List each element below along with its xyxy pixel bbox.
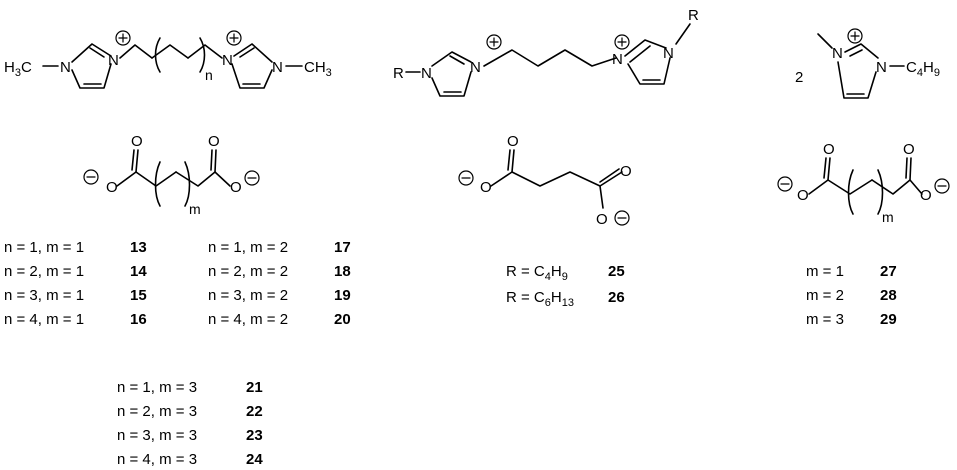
positive-charge-icon: [847, 28, 863, 44]
middle-dication-structure: R N N N N R: [393, 7, 699, 97]
compound-number: 25: [608, 263, 625, 280]
methyl-right-label: CH3: [304, 59, 332, 79]
n-atom-mid-2: N: [663, 45, 674, 62]
stoichiometry-2: 2: [795, 69, 803, 86]
n-plus-atom-left-1: N: [108, 52, 119, 69]
compound-number: 23: [246, 427, 263, 444]
condition-label: n = 1, m = 3: [117, 379, 197, 396]
compound-number: 17: [334, 239, 351, 256]
o-carbonyl-mid-2: O: [620, 163, 632, 180]
compound-number: 14: [130, 263, 147, 280]
compound-table-right: m = 1 27 m = 2 28 m = 3 29: [806, 263, 897, 328]
negative-charge-icon: [83, 169, 99, 185]
n-plus-atom-left-2: N: [222, 52, 233, 69]
condition-label: n = 2, m = 2: [208, 263, 288, 280]
n-atom-left-1: N: [60, 59, 71, 76]
o-minus-right-1: O: [797, 187, 809, 204]
methyl-left-label: H3C: [4, 59, 32, 79]
o-carbonyl-right: O: [208, 133, 220, 150]
negative-charge-icon: [934, 178, 950, 194]
r-definition-label: R = C4H9: [506, 263, 568, 283]
repeat-index-m: m: [189, 201, 201, 217]
left-dicarboxylate-anion: O O m O O: [83, 133, 260, 217]
o-minus-right-2: O: [920, 187, 932, 204]
compound-number: 20: [334, 311, 351, 328]
bracket-right: [877, 169, 884, 215]
compound-number: 15: [130, 287, 147, 304]
n-atom-right: N: [876, 59, 887, 76]
compound-number: 16: [130, 311, 147, 328]
negative-charge-icon: [458, 170, 474, 186]
o-minus-mid-1: O: [480, 179, 492, 196]
compound-table-left-col2: n = 1, m = 2 17 n = 2, m = 2 18 n = 3, m…: [208, 239, 351, 328]
middle-imidazolium-ring-1: [431, 51, 472, 97]
r-definition-label: R = C6H13: [506, 289, 574, 309]
o-minus-right: O: [230, 179, 242, 196]
o-carbonyl-left: O: [131, 133, 143, 150]
bracket-left: [154, 37, 161, 73]
bracket-left: [847, 169, 854, 215]
condition-label: n = 3, m = 3: [117, 427, 197, 444]
butyl-label: C4H9: [906, 59, 940, 79]
positive-charge-icon: [226, 30, 242, 46]
r-group-right: R: [688, 7, 699, 24]
positive-charge-icon: [115, 30, 131, 46]
condition-label: n = 1, m = 1: [4, 239, 84, 256]
condition-label: m = 3: [806, 311, 844, 328]
condition-label: m = 1: [806, 263, 844, 280]
o-carbonyl-mid-1: O: [507, 133, 519, 150]
right-imidazolium-ring: [837, 43, 879, 99]
condition-label: n = 3, m = 1: [4, 287, 84, 304]
compound-number: 29: [880, 311, 897, 328]
n-atom-mid-1: N: [421, 65, 432, 82]
condition-label: n = 1, m = 2: [208, 239, 288, 256]
n-plus-atom-right: N: [832, 45, 843, 62]
left-imidazolium-ring-2: [231, 43, 273, 89]
compound-number: 26: [608, 289, 625, 306]
compound-number: 28: [880, 287, 897, 304]
positive-charge-icon: [614, 34, 630, 50]
compound-table-left-col1: n = 1, m = 1 13 n = 2, m = 1 14 n = 3, m…: [4, 239, 147, 328]
compound-number: 13: [130, 239, 147, 256]
repeat-index-m-right: m: [882, 209, 894, 225]
condition-label: n = 3, m = 2: [208, 287, 288, 304]
condition-label: n = 4, m = 1: [4, 311, 84, 328]
compound-table-mid: R = C4H9 25 R = C6H13 26: [506, 263, 625, 309]
bracket-left: [154, 161, 161, 207]
n-plus-atom-mid-1: N: [470, 59, 481, 76]
n-atom-left-2: N: [272, 59, 283, 76]
middle-succinate-anion: O O O O: [458, 133, 632, 228]
compound-number: 19: [334, 287, 351, 304]
o-minus-left: O: [106, 179, 118, 196]
compound-number: 18: [334, 263, 351, 280]
right-dicarboxylate-anion: O O m O O: [777, 141, 950, 225]
condition-label: n = 2, m = 1: [4, 263, 84, 280]
condition-label: m = 2: [806, 287, 844, 304]
compound-table-left-col3: n = 1, m = 3 21 n = 2, m = 3 22 n = 3, m…: [117, 379, 263, 468]
compound-number: 24: [246, 451, 263, 468]
compound-number: 27: [880, 263, 897, 280]
compound-number: 22: [246, 403, 263, 420]
negative-charge-icon: [244, 170, 260, 186]
o-carbonyl-right-2: O: [903, 141, 915, 158]
bracket-right: [184, 161, 191, 207]
condition-label: n = 4, m = 3: [117, 451, 197, 468]
o-minus-mid-2: O: [596, 211, 608, 228]
o-carbonyl-right-1: O: [823, 141, 835, 158]
n-plus-atom-mid-2: N: [612, 51, 623, 68]
condition-label: n = 4, m = 2: [208, 311, 288, 328]
compound-number: 21: [246, 379, 263, 396]
bracket-right: [199, 37, 206, 73]
right-cation-structure: 2 N N C4H9: [795, 28, 940, 99]
condition-label: n = 2, m = 3: [117, 403, 197, 420]
positive-charge-icon: [486, 34, 502, 50]
left-dication-structure: H3C N N n N N CH3: [4, 30, 332, 89]
negative-charge-icon: [614, 210, 630, 226]
left-imidazolium-ring-1: [71, 43, 112, 89]
repeat-index-n: n: [205, 67, 213, 83]
r-group-left: R: [393, 65, 404, 82]
negative-charge-icon: [777, 176, 793, 192]
middle-imidazolium-ring-2: [624, 39, 671, 85]
